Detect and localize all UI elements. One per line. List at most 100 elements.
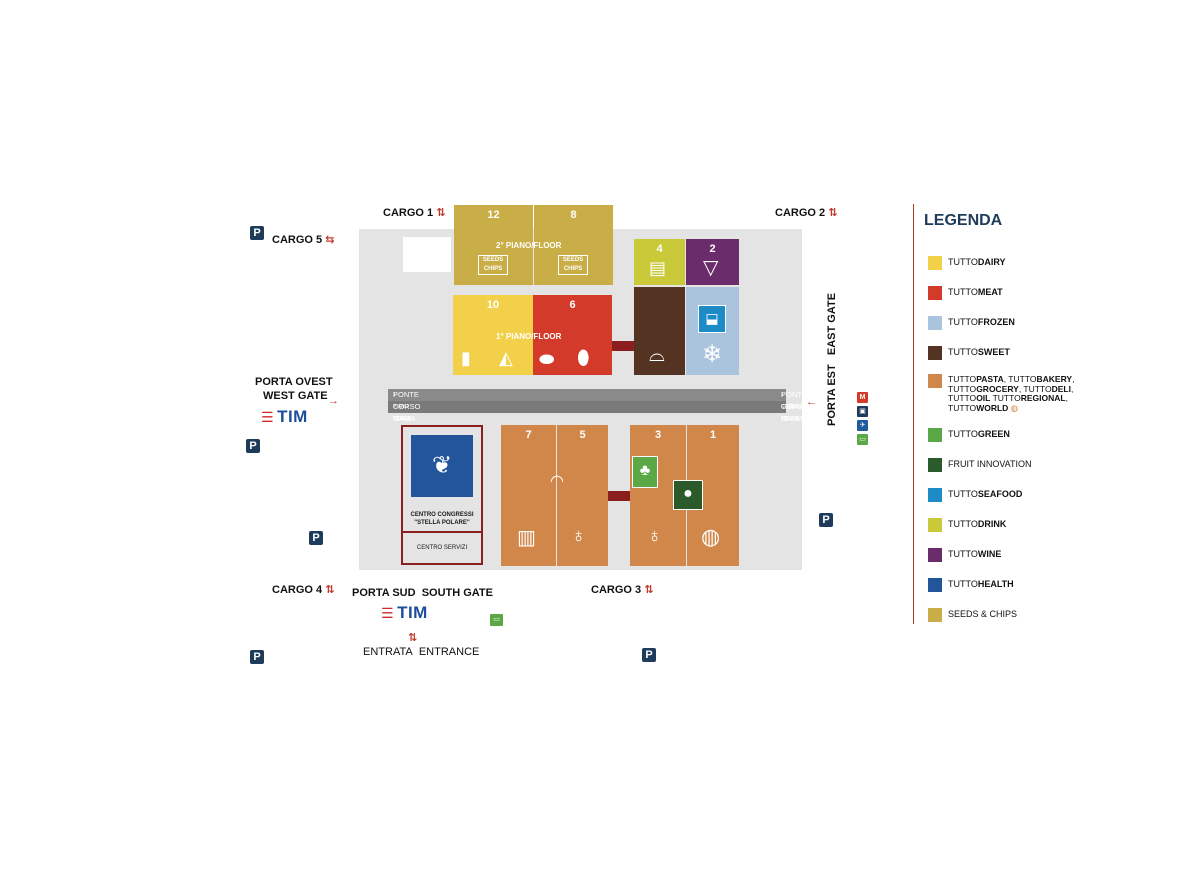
hall-5[interactable]: 5 ♁ — [557, 425, 608, 566]
oil-bottle-icon: ♁ — [571, 525, 586, 547]
beer-icon: ▤ — [649, 258, 667, 278]
porta-ovest-label: PORTA OVEST — [255, 376, 333, 388]
tim-logo-south: ☰TIM — [381, 603, 428, 622]
parking-icon: P — [819, 513, 833, 527]
legend-swatch — [928, 374, 942, 388]
building-outline — [401, 235, 453, 274]
servizi-label: CENTRO SERVIZI — [416, 545, 468, 551]
legend-swatch — [928, 578, 942, 592]
hall-4[interactable]: 4 ▤ — [634, 239, 685, 285]
car-icon: ▭ — [490, 614, 503, 626]
hall-frozen[interactable]: ⬓ ❄ — [686, 287, 739, 375]
west-gate-label: WEST GATE — [263, 390, 328, 402]
hall-number: 7 — [525, 429, 532, 441]
legend-label: TUTTOGREEN — [948, 429, 1010, 439]
hall-number: 12 — [487, 209, 500, 221]
wine-glass-icon: ▽ — [703, 257, 719, 279]
second-floor-label: 2° PIANO/FLOOR — [496, 241, 562, 250]
legend-swatch — [928, 458, 942, 472]
ponte-dei-mari-bridge: PONTE DEI MARI 1 PIANO PONTE DEI MARI 1 … — [388, 389, 807, 423]
parking-icon: P — [309, 531, 323, 545]
bus-icon: ▣ — [857, 406, 868, 417]
tim-logo-west: ☰TIM — [261, 407, 308, 426]
hall-1[interactable]: 1 ◍ — [687, 425, 739, 566]
centro-congressi[interactable]: ❦ CENTRO CONGRESSI"STELLA POLARE" CENTRO… — [401, 425, 483, 565]
hall-number: 8 — [570, 209, 577, 221]
hall-sweet[interactable]: ⌓ — [634, 287, 685, 375]
entrance-label: ENTRATA ENTRANCE — [363, 646, 480, 658]
metro-icon: M — [857, 392, 868, 403]
milk-bottle-icon: ▮ — [461, 348, 471, 368]
parking-icon: P — [250, 226, 264, 240]
congressi-label: CENTRO CONGRESSI"STELLA POLARE" — [410, 512, 474, 526]
car-icon: ▭ — [857, 434, 868, 445]
hall-2[interactable]: 2 ▽ — [686, 239, 739, 285]
east-gate-label: PORTA EST EAST GATE — [826, 292, 838, 426]
hall-number: 5 — [579, 429, 586, 441]
cargo-5-label: CARGO 5 ⇆ — [272, 234, 335, 246]
legend-swatch — [928, 488, 942, 502]
parking-icon: P — [250, 650, 264, 664]
health-products-icon: ❦ — [411, 435, 473, 497]
globe-icon: ◍ — [701, 524, 721, 549]
hall-6[interactable]: 6 ⬬ ⬮ — [533, 295, 612, 375]
hall-number: 10 — [486, 299, 500, 311]
legend-label: FRUIT INNOVATION — [948, 459, 1032, 469]
hall-number: 1 — [709, 429, 717, 441]
seafood-icon: ⬓ — [698, 305, 726, 333]
legend-label: TUTTOSWEET — [948, 347, 1010, 357]
legend-label: TUTTOFROZEN — [948, 317, 1015, 327]
tree-icon: ♣ — [632, 456, 658, 488]
cupcake-icon: ⌓ — [649, 344, 665, 366]
entrance-arrow-icon: ⇅ — [408, 632, 418, 644]
legend-label-multi: TUTTOPASTA, TUTTOBAKERY, TUTTOGROCERY, T… — [948, 374, 1075, 413]
salami-icon: ⬬ — [539, 349, 555, 369]
taxi-icon: ✈ — [857, 420, 868, 431]
hall-number: 6 — [569, 299, 576, 311]
hall-number: 2 — [709, 243, 716, 255]
fruit-icon: ● — [673, 480, 703, 510]
legend-label: TUTTOMEAT — [948, 287, 1003, 297]
tim-mark-icon: ☰ — [381, 605, 395, 621]
cargo-2-label: CARGO 2 ⇅ — [775, 207, 838, 219]
centro-servizi-divider — [403, 531, 481, 533]
bread-icon: ◠ — [550, 473, 564, 490]
legend-label: TUTTOHEALTH — [948, 579, 1014, 589]
world-globe-icon: ◍ — [1010, 402, 1019, 413]
porta-sud-label: PORTA SUD SOUTH GATE — [352, 587, 493, 599]
snowflake-icon: ❄ — [701, 341, 723, 368]
legend-swatch — [928, 256, 942, 270]
legend-swatch — [928, 428, 942, 442]
east-gate-arrow-icon: ← — [806, 396, 817, 408]
legend-title: LEGENDA — [924, 212, 1003, 229]
legend-swatch — [928, 608, 942, 622]
jar-icon: ▥ — [517, 527, 536, 549]
parking-icon: P — [642, 648, 656, 662]
hall-7[interactable]: 7 ▥ — [501, 425, 556, 566]
hall-number: 4 — [656, 243, 663, 255]
legend-divider — [913, 204, 914, 624]
oil-bottle-icon: ♁ — [647, 525, 662, 547]
tim-mark-icon: ☰ — [261, 409, 275, 425]
hall-10[interactable]: 10 ▮ ◭ — [453, 295, 533, 375]
legend-label: TUTTODAIRY — [948, 257, 1006, 267]
parking-icon: P — [246, 439, 260, 453]
hall-number: 3 — [654, 429, 662, 441]
legend-label: TUTTODRINK — [948, 519, 1007, 529]
cargo-3-label: CARGO 3 ⇅ — [591, 584, 654, 596]
legend-label: SEEDS & CHIPS — [948, 609, 1018, 619]
lower-connector — [608, 491, 630, 501]
cargo-4-label: CARGO 4 ⇅ — [272, 584, 335, 596]
first-floor-label: 1° PIANO/FLOOR — [496, 332, 562, 341]
cargo-1-label: CARGO 1 ⇅ — [383, 207, 446, 219]
legend-swatch — [928, 346, 942, 360]
steak-icon: ⬮ — [577, 347, 590, 369]
cheese-icon: ◭ — [499, 348, 513, 368]
legend-swatch — [928, 316, 942, 330]
upper-connector — [612, 341, 634, 351]
legend-swatch — [928, 518, 942, 532]
